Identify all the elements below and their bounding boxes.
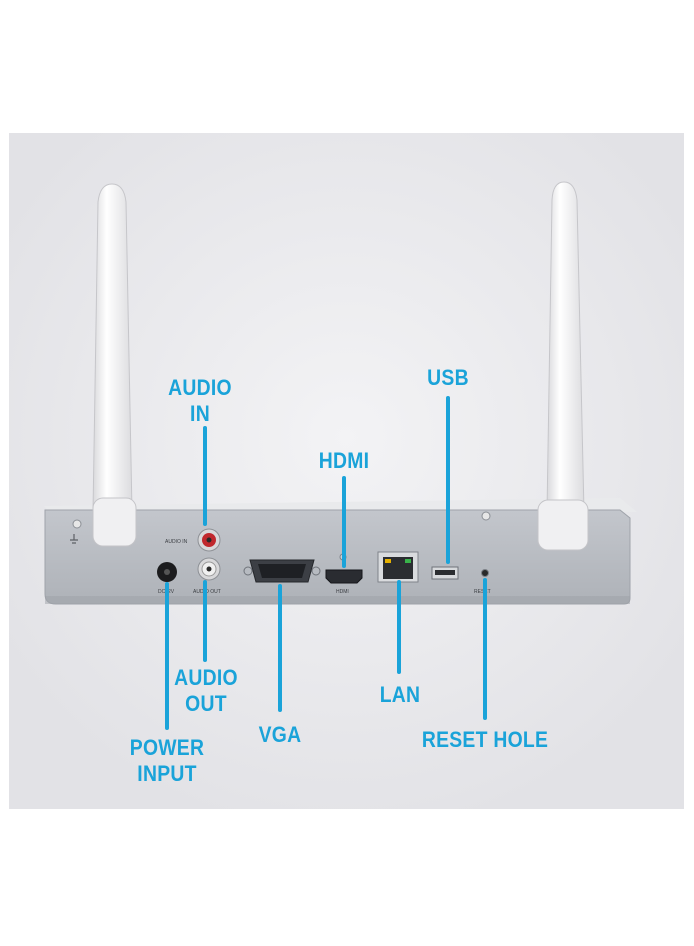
reset-hole-label-text: RESET HOLE <box>421 727 549 752</box>
ground-icon <box>70 534 78 544</box>
audio-in-label: AUDIO IN <box>165 375 235 427</box>
usb-label-text: USB <box>427 365 469 390</box>
audio-out-port <box>197 557 221 581</box>
hdmi-port <box>325 569 363 584</box>
hdmi-label: HDMI <box>312 448 375 474</box>
audio-in-port <box>197 528 221 552</box>
panel-audio-in-text: AUDIO IN <box>165 539 188 545</box>
lan-port <box>377 551 419 583</box>
audio-out-label: AUDIO OUT <box>171 665 241 717</box>
audio-out-label-line2: OUT <box>185 691 227 716</box>
left-antenna <box>92 183 137 547</box>
power-input-label: POWER INPUT <box>127 735 206 787</box>
reset-hole <box>481 569 489 577</box>
panel-hdmi-text: HDMI <box>336 589 349 595</box>
power-input-label-line1: POWER <box>129 735 205 760</box>
audio-out-label-line1: AUDIO <box>174 665 238 690</box>
power-input-label-line2: INPUT <box>137 761 197 786</box>
callout-lines <box>165 396 487 730</box>
hdmi-label-text: HDMI <box>318 448 370 473</box>
panel-reset-text: RESET <box>474 589 491 595</box>
vga-port <box>243 559 321 583</box>
screw <box>72 519 82 529</box>
screw <box>481 511 491 521</box>
audio-in-label-line1: AUDIO <box>168 375 232 400</box>
device-top <box>44 498 637 513</box>
usb-port <box>431 566 459 580</box>
usb-label: USB <box>419 365 477 391</box>
lan-label-text: LAN <box>379 682 421 707</box>
power-input-port <box>157 562 177 582</box>
lan-label: LAN <box>372 682 428 708</box>
right-antenna <box>537 181 589 551</box>
vga-label: VGA <box>252 722 308 748</box>
audio-in-label-line2: IN <box>190 401 210 426</box>
vga-label-text: VGA <box>258 722 302 747</box>
reset-hole-label: RESET HOLE <box>419 727 551 753</box>
